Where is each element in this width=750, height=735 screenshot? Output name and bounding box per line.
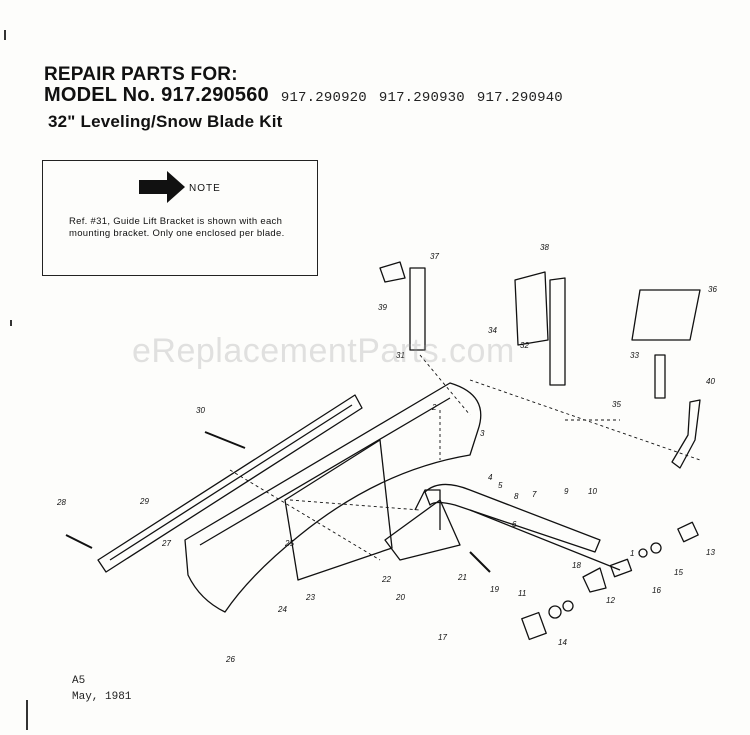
skid-bracket bbox=[671, 399, 701, 469]
callout-label: 29 bbox=[139, 497, 149, 506]
callout-label: 10 bbox=[588, 487, 597, 496]
note-text: Ref. #31, Guide Lift Bracket is shown wi… bbox=[69, 216, 285, 239]
callout-label: 20 bbox=[395, 593, 405, 602]
mount-bracket-left bbox=[409, 267, 426, 351]
footer-date: May, 1981 bbox=[72, 691, 132, 703]
mount-bracket-center bbox=[514, 271, 549, 346]
callout-label: 2 bbox=[431, 403, 437, 412]
callout-label: 37 bbox=[430, 252, 439, 261]
callout-label: 5 bbox=[498, 481, 503, 490]
callout-label: 31 bbox=[396, 351, 405, 360]
callout-label: 4 bbox=[488, 473, 493, 482]
callout-label: 12 bbox=[606, 596, 615, 605]
footer-code: A5 bbox=[72, 675, 86, 687]
callout-label: 27 bbox=[161, 539, 171, 548]
model-alt-3: 917.290940 bbox=[476, 90, 563, 106]
callout-labels: 1 2 3 4 5 6 7 8 9 10 11 12 13 14 15 16 1… bbox=[56, 243, 717, 664]
callout-label: 14 bbox=[558, 638, 567, 647]
scan-mark bbox=[26, 700, 28, 730]
callout-label: 18 bbox=[572, 561, 581, 570]
callout-label: 8 bbox=[514, 492, 519, 501]
blade-face bbox=[184, 382, 482, 613]
callout-label: 39 bbox=[378, 303, 387, 312]
callout-label: 26 bbox=[225, 655, 235, 664]
callout-label: 21 bbox=[457, 573, 467, 582]
callout-label: 19 bbox=[490, 585, 499, 594]
callout-label: 22 bbox=[381, 575, 391, 584]
footer: A5 May, 1981 bbox=[72, 673, 131, 705]
blade-back-plate bbox=[284, 439, 393, 581]
callout-label: 16 bbox=[652, 586, 661, 595]
model-alt-2: 917.290930 bbox=[378, 90, 465, 106]
callout-label: 7 bbox=[532, 490, 537, 499]
callout-label: 17 bbox=[438, 633, 447, 642]
callout-label: 28 bbox=[56, 498, 66, 507]
kit-title: 32" Leveling/Snow Blade Kit bbox=[48, 112, 283, 131]
callout-label: 11 bbox=[518, 589, 526, 598]
note-arrow-icon bbox=[139, 171, 185, 203]
callout-label: 36 bbox=[708, 285, 717, 294]
scan-mark bbox=[10, 320, 12, 326]
note-box: NOTE Ref. #31, Guide Lift Bracket is sho… bbox=[42, 160, 318, 276]
callout-label: 6 bbox=[512, 520, 517, 529]
header-repair-parts: REPAIR PARTS FOR: bbox=[44, 64, 238, 85]
callout-label: 9 bbox=[564, 487, 569, 496]
header-model-number: MODEL No. 917.290560 917.290920 917.290930… bbox=[44, 84, 563, 107]
model-primary: MODEL No. 917.290560 bbox=[44, 84, 269, 106]
note-title: NOTE bbox=[189, 183, 221, 194]
callout-label: 40 bbox=[706, 377, 715, 386]
callout-label: 23 bbox=[305, 593, 315, 602]
scan-mark bbox=[4, 30, 6, 40]
callout-label: 13 bbox=[706, 548, 715, 557]
blade-fold bbox=[199, 397, 451, 546]
callout-label: 3 bbox=[480, 429, 485, 438]
callout-label: 32 bbox=[520, 341, 529, 350]
callout-label: 35 bbox=[612, 400, 621, 409]
angle-bar bbox=[97, 394, 363, 573]
model-alt-1: 917.290920 bbox=[280, 90, 367, 106]
callout-label: 24 bbox=[277, 605, 287, 614]
mount-bracket-right bbox=[631, 289, 701, 341]
callout-label: 1 bbox=[630, 549, 634, 558]
watermark: eReplacementParts.com bbox=[132, 332, 515, 370]
callout-label: 34 bbox=[488, 326, 497, 335]
callout-label: 38 bbox=[540, 243, 549, 252]
pivot-bracket bbox=[384, 499, 461, 561]
callout-label: 25 bbox=[284, 539, 294, 548]
callout-label: 15 bbox=[674, 568, 683, 577]
callout-label: 30 bbox=[196, 406, 205, 415]
callout-label: 33 bbox=[630, 351, 639, 360]
push-arm bbox=[424, 483, 601, 553]
